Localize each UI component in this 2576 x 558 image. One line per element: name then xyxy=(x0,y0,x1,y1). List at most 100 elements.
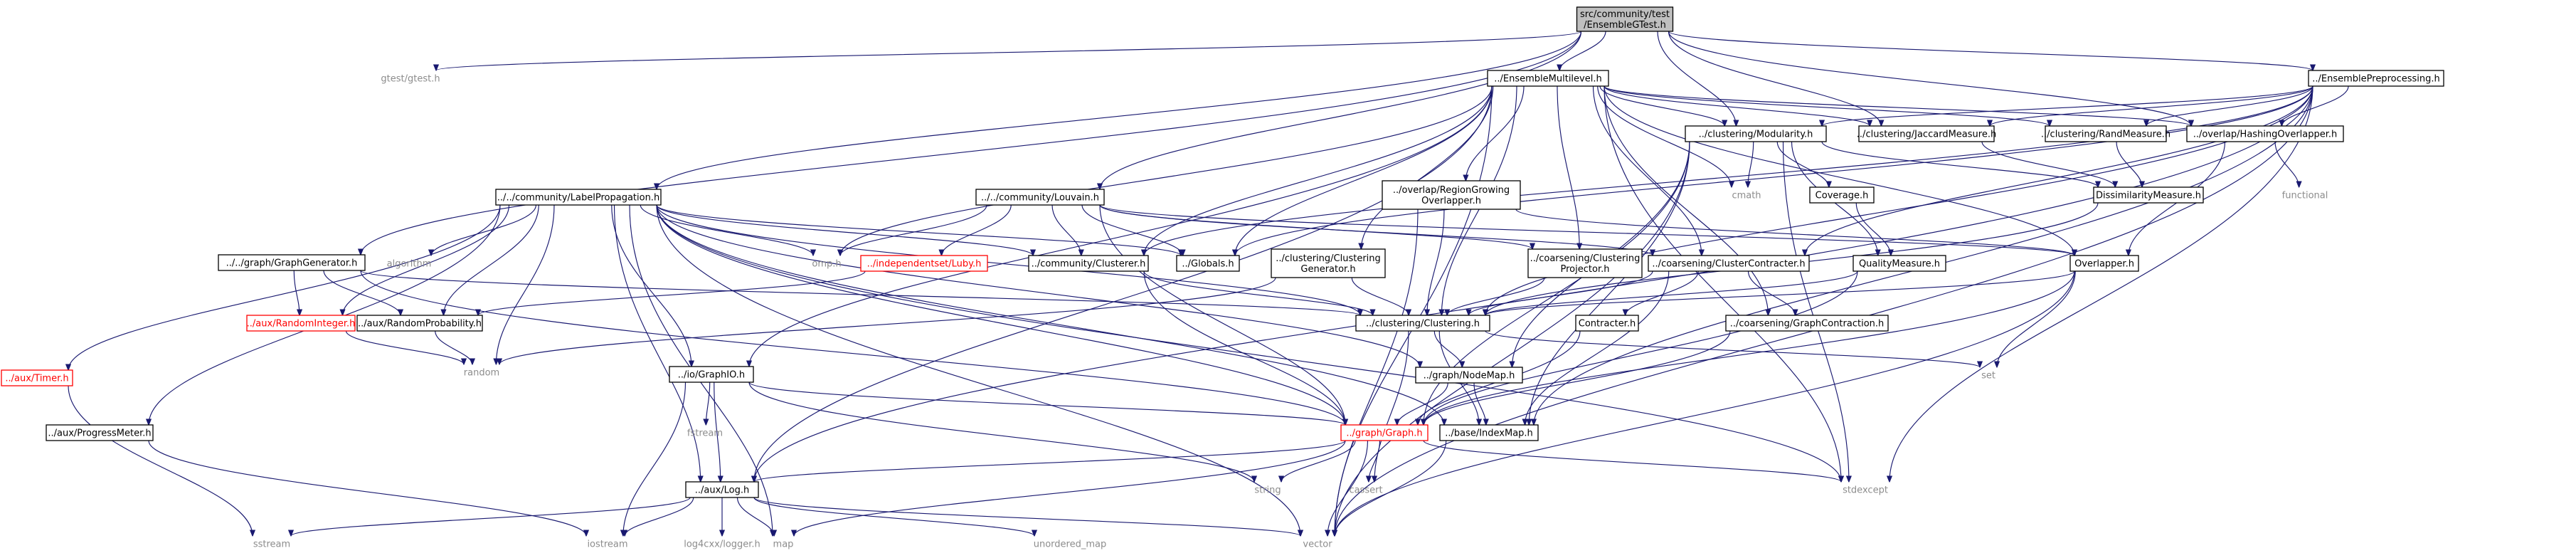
node-regiongrowing-label: Overlapper.h xyxy=(1421,196,1481,206)
edge-nodemap-to-graph xyxy=(1397,382,1448,425)
node-louvain[interactable]: ../../community/Louvain.h xyxy=(975,189,1105,206)
node-graphio[interactable]: ../io/GraphIO.h xyxy=(669,366,754,383)
edge-modularity-to-cmath xyxy=(1748,141,1754,187)
node-jaccard[interactable]: ../clustering/JaccardMeasure.h xyxy=(1857,125,1996,142)
node-indexmap[interactable]: ../base/IndexMap.h xyxy=(1439,424,1539,441)
node-hashing[interactable]: ../overlap/HashingOverlapper.h xyxy=(2186,125,2344,142)
edge-layer xyxy=(68,31,2349,536)
node-timer[interactable]: ../aux/Timer.h xyxy=(1,369,73,386)
edge-labelprop-to-randprob xyxy=(443,204,539,315)
node-dissimilarity-label: DissimilarityMeasure.h xyxy=(2096,191,2201,201)
node-ensmulti[interactable]: ../EnsembleMultilevel.h xyxy=(1487,70,1609,87)
node-nodemap-label: ../graph/NodeMap.h xyxy=(1424,371,1515,381)
node-rand-box xyxy=(2045,125,2167,142)
node-clusterer[interactable]: ../community/Clusterer.h xyxy=(1028,255,1149,272)
edge-luby-to-randprob xyxy=(478,270,866,315)
edge-clustering-to-nodemap xyxy=(1433,330,1462,367)
edge-clustering-to-set xyxy=(1485,330,1980,367)
edge-louvain-to-omp xyxy=(840,204,987,256)
node-log-label: ../aux/Log.h xyxy=(695,485,750,496)
node-coverage[interactable]: Coverage.h xyxy=(1809,186,1875,204)
edge-labelprop-to-map xyxy=(629,204,773,536)
node-clusterer-box xyxy=(1028,255,1149,272)
edge-enspre-to-vector xyxy=(1335,85,2313,536)
node-dissimilarity[interactable]: DissimilarityMeasure.h xyxy=(2093,186,2204,204)
edge-labelprop-to-log xyxy=(613,204,701,482)
node-enspre[interactable]: ../EnsemblePreprocessing.h xyxy=(2308,70,2444,87)
edge-clustcontr-to-graphcontr xyxy=(1747,270,1796,315)
node-clustering-box xyxy=(1355,315,1490,332)
node-globals-label: ../Globals.h xyxy=(1182,259,1234,270)
edge-quality-to-graph xyxy=(1424,270,1858,425)
edge-clustcontr-to-contracter xyxy=(1626,270,1699,315)
node-louvain-label: ../../community/Louvain.h xyxy=(981,193,1099,204)
node-graphio-box xyxy=(669,366,754,383)
node-modularity[interactable]: ../clustering/Modularity.h xyxy=(1685,125,1827,142)
node-randprob-box xyxy=(356,315,483,332)
node-log4cxx: log4cxx/logger.h xyxy=(684,539,760,550)
edge-graph-to-map xyxy=(794,440,1346,536)
edge-graphio-to-log xyxy=(714,381,721,482)
edge-graph-to-vector xyxy=(1327,440,1369,536)
edge-modularity-to-coverage xyxy=(1776,141,1829,187)
node-stdexcept-label: stdexcept xyxy=(1843,485,1888,496)
node-unordered-label: unordered_map xyxy=(1034,539,1107,550)
node-log[interactable]: ../aux/Log.h xyxy=(685,481,759,498)
node-root[interactable]: src/community/test/EnsembleGTest.h xyxy=(1576,6,1674,32)
edge-root-to-labelprop xyxy=(657,31,1582,189)
node-dissimilarity-box xyxy=(2093,186,2204,204)
node-graphgen-box xyxy=(218,254,366,271)
node-modularity-label: ../clustering/Modularity.h xyxy=(1699,130,1813,140)
node-globals[interactable]: ../Globals.h xyxy=(1176,255,1240,272)
edge-ensmulti-to-log xyxy=(754,85,1493,482)
node-labelprop[interactable]: ../../community/LabelPropagation.h xyxy=(495,189,662,206)
node-randprob[interactable]: ../aux/RandomProbability.h xyxy=(356,315,483,332)
node-gtest-label: gtest/gtest.h xyxy=(381,74,440,85)
node-graphcontr[interactable]: ../coarsening/GraphContraction.h xyxy=(1725,315,1889,332)
edge-graph-to-cassert xyxy=(1369,440,1381,482)
edge-indexmap-to-vector xyxy=(1335,440,1447,536)
node-graph[interactable]: ../graph/Graph.h xyxy=(1340,424,1429,441)
node-randint[interactable]: ../aux/RandomInteger.h xyxy=(246,315,356,332)
node-overlapper[interactable]: Overlapper.h xyxy=(2069,255,2139,272)
edge-overlapper-to-vector xyxy=(1335,270,2075,536)
node-clustcontr-label: ../coarsening/ClusterContracter.h xyxy=(1652,259,1805,270)
node-graphgen[interactable]: ../../graph/GraphGenerator.h xyxy=(218,254,366,271)
node-rand[interactable]: ../clustering/RandMeasure.h xyxy=(2041,125,2170,142)
node-luby-box xyxy=(860,255,988,272)
node-unordered: unordered_map xyxy=(1034,539,1107,550)
node-nodemap[interactable]: ../graph/NodeMap.h xyxy=(1415,367,1523,384)
node-labelprop-label: ../../community/LabelPropagation.h xyxy=(497,193,659,204)
node-clustgen-label: Generator.h xyxy=(1300,264,1355,275)
node-clustering[interactable]: ../clustering/Clustering.h xyxy=(1355,315,1490,332)
edge-enspre-to-rand xyxy=(2146,85,2313,126)
node-progress[interactable]: ../aux/ProgressMeter.h xyxy=(46,424,154,441)
node-clustcontr[interactable]: ../coarsening/ClusterContracter.h xyxy=(1648,255,1810,272)
node-sstream-label: sstream xyxy=(253,539,290,550)
edge-coverage-to-quality xyxy=(1855,202,1891,256)
node-root-label: src/community/test xyxy=(1580,9,1670,20)
node-globals-box xyxy=(1176,255,1240,272)
node-cmath-label: cmath xyxy=(1732,191,1761,201)
edge-graphio-to-graph xyxy=(748,381,1345,425)
node-luby[interactable]: ../independentset/Luby.h xyxy=(860,255,988,272)
edge-labelprop-to-random xyxy=(496,204,555,364)
edge-root-to-hashing xyxy=(1668,31,2192,126)
edge-graphio-to-fstream xyxy=(706,381,711,425)
node-quality[interactable]: QualityMeasure.h xyxy=(1853,255,1946,272)
node-randint-label: ../aux/RandomInteger.h xyxy=(247,319,356,330)
edge-root-to-jaccard xyxy=(1668,31,1882,126)
edge-ensmulti-to-vector xyxy=(1335,85,1493,536)
node-clustering-label: ../clustering/Clustering.h xyxy=(1366,319,1480,330)
node-contracter[interactable]: Contracter.h xyxy=(1575,315,1639,332)
edge-ensmulti-to-clustgen xyxy=(1361,85,1494,249)
edge-ensmulti-to-graphcontr xyxy=(1604,85,1768,315)
edge-labelprop-to-algorithm xyxy=(431,204,537,256)
edge-louvain-to-overlapper xyxy=(1099,204,2074,256)
node-algorithm-label: algorithm xyxy=(387,259,432,270)
node-overlapper-box xyxy=(2069,255,2139,272)
node-string: string xyxy=(1254,485,1281,496)
